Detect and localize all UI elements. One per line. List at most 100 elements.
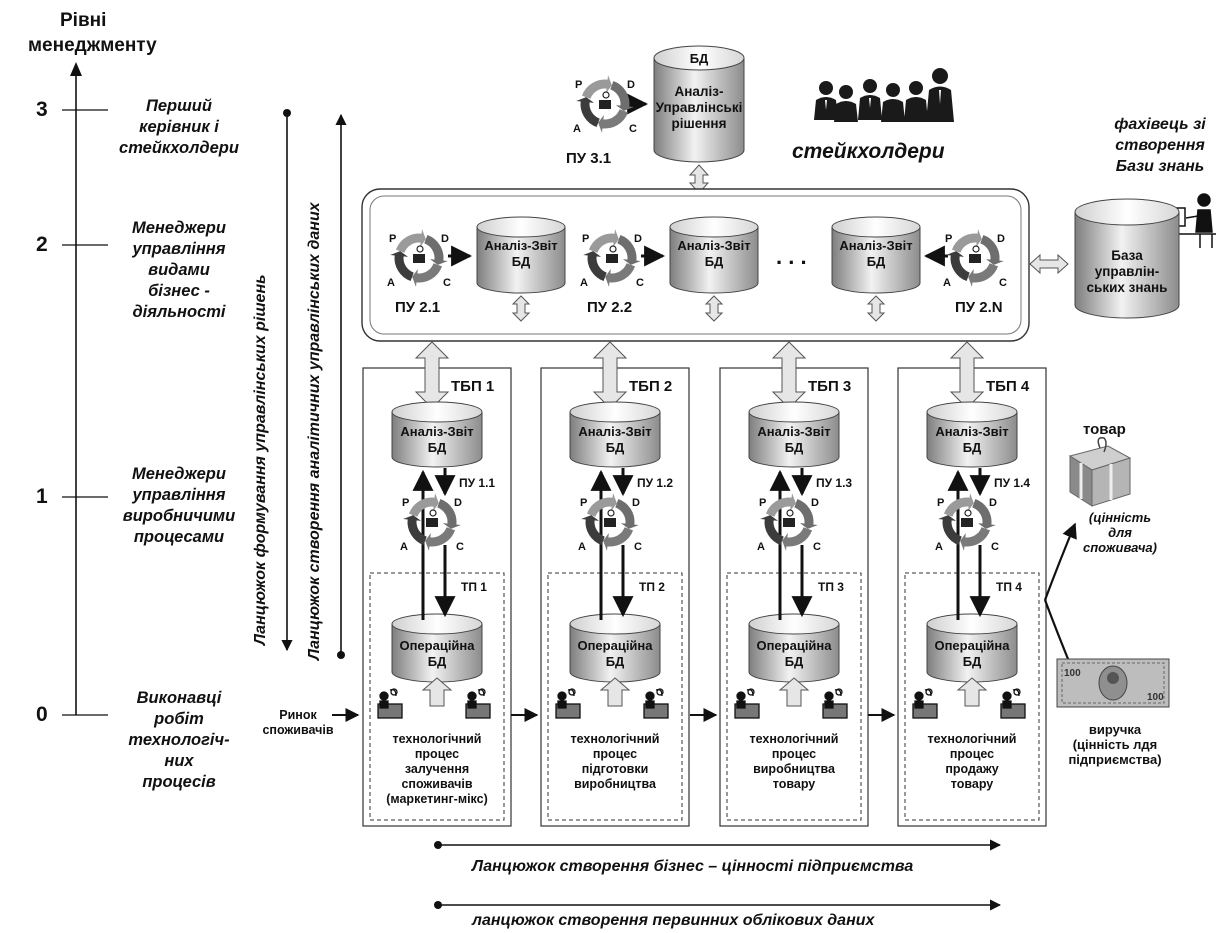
worker-right-icon [822, 688, 848, 719]
pdca-letter-p: P [759, 497, 766, 509]
pdca-letter-c: C [636, 277, 644, 289]
pdca-letter-c: C [813, 541, 821, 553]
worker-left-icon [734, 688, 760, 719]
tp-label: ТП 3 [818, 580, 844, 594]
pdca-letter-c: C [999, 277, 1007, 289]
pdca-letter-d: D [441, 233, 449, 245]
pdca-letter-d: D [997, 233, 1005, 245]
level-0-number: 0 [36, 703, 48, 726]
banknote-image: 100 100 [1056, 658, 1170, 708]
kb-connector [1029, 253, 1069, 275]
worker-left-icon [912, 688, 938, 719]
pdca-letter-p: P [580, 497, 587, 509]
tp-dashed-box [904, 572, 1040, 821]
level-3-number: 3 [36, 98, 48, 121]
data-input-arrow [956, 677, 988, 707]
tbp-label: ТБП 4 [986, 378, 1030, 395]
pu-3-1-label: ПУ 3.1 [566, 150, 612, 167]
axis-title-line2: менеджменту [28, 35, 157, 56]
worker-right-icon [643, 688, 669, 719]
pdca-cycle-icon: P D A C [400, 493, 464, 553]
svg-text:100: 100 [1147, 692, 1164, 703]
middle-report-db-n [831, 216, 921, 294]
tp-dashed-box [369, 572, 505, 821]
primary-data-chain-label: ланцюжок створення первинних облікових д… [472, 912, 875, 929]
pdca-letter-a: A [935, 541, 943, 553]
stakeholders-label: стейкхолдери [792, 140, 945, 163]
worker-left-icon [555, 688, 581, 719]
pdca-letter-a: A [580, 277, 588, 289]
pdca-letter-d: D [632, 497, 640, 509]
primary-data-chain-arrow [434, 899, 1002, 911]
pu-label: ПУ 1.4 [994, 476, 1031, 490]
pdca-letter-a: A [578, 541, 586, 553]
pdca-letter-p: P [575, 79, 582, 91]
pdca-letter-c: C [991, 541, 999, 553]
data-input-arrow [599, 677, 631, 707]
pdca-letter-c: C [443, 277, 451, 289]
pdca-letter-a: A [943, 277, 951, 289]
analytics-chain-arrow [335, 113, 347, 659]
report-db [748, 401, 840, 468]
pu-2-n-label: ПУ 2.N [955, 299, 1003, 316]
top-decision-db [653, 45, 745, 163]
worker-right-icon [465, 688, 491, 719]
svg-text:100: 100 [1064, 668, 1081, 679]
middle-dots: . . . [776, 244, 807, 269]
management-axis [62, 62, 108, 716]
decision-chain-label: Ланцюжок формування управлінських рішень [252, 274, 269, 645]
pdca-letter-a: A [400, 541, 408, 553]
tbp-label: ТБП 3 [808, 378, 852, 395]
level-2-number: 2 [36, 233, 48, 256]
pdca-letter-c: C [456, 541, 464, 553]
data-input-arrow [778, 677, 810, 707]
mid-db-connectors [511, 295, 886, 322]
level-1-number: 1 [36, 485, 48, 508]
pdca-letter-d: D [454, 497, 462, 509]
analytics-chain-label: Ланцюжок створення аналітичних управлінс… [306, 202, 323, 660]
stakeholders-image [814, 68, 954, 122]
axis-title-line1: Рівні [60, 10, 107, 31]
pdca-letter-p: P [389, 233, 396, 245]
tp-dashed-box [726, 572, 862, 821]
pdca-letter-d: D [634, 233, 642, 245]
business-value-chain-label: Ланцюжок створення бізнес – цінності під… [472, 858, 914, 875]
decision-chain-arrow [281, 109, 293, 652]
middle-report-db-2 [669, 216, 759, 294]
pdca-letter-p: P [402, 497, 409, 509]
worker-right-icon [1000, 688, 1026, 719]
tbp-label: ТБП 2 [629, 378, 673, 395]
worker-left-icon [377, 688, 403, 719]
tp-label: ТП 4 [996, 580, 1022, 594]
pdca-letter-p: P [937, 497, 944, 509]
tp-label: ТП 1 [461, 580, 487, 594]
report-db [926, 401, 1018, 468]
tp-dashed-box [547, 572, 683, 821]
pu-label: ПУ 1.2 [637, 476, 674, 490]
report-db [569, 401, 661, 468]
pu-label: ПУ 1.1 [459, 476, 496, 490]
pdca-letter-c: C [634, 541, 642, 553]
report-db [391, 401, 483, 468]
data-input-arrow [421, 677, 453, 707]
pdca-letter-c: C [629, 123, 637, 135]
top-db-title: БД [689, 51, 709, 66]
